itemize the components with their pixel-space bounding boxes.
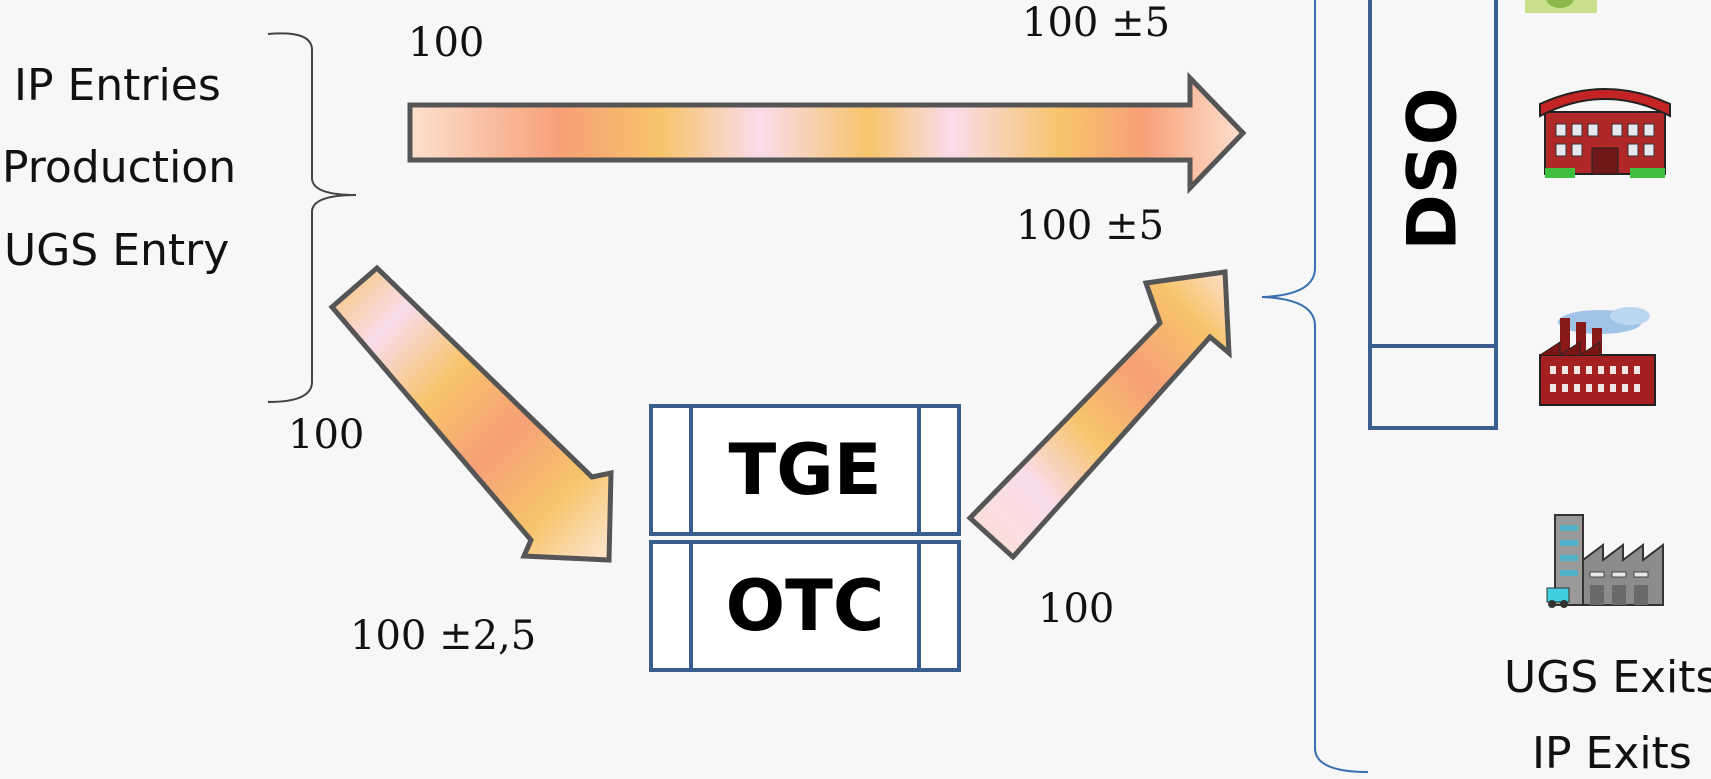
arrow-down-right <box>328 264 614 563</box>
factory-icon <box>1539 307 1656 406</box>
school-building-icon <box>1539 88 1671 178</box>
market-tge-label: TGE <box>728 429 882 511</box>
flow-top-out-label: 100 ±5 <box>1022 0 1171 46</box>
flow-right-up-in-label: 100 <box>1038 586 1115 632</box>
source-ugs-entry: UGS Entry <box>4 225 230 276</box>
exit-ugs-exits: UGS Exits <box>1504 652 1711 703</box>
source-production: Production <box>2 142 237 193</box>
flow-right-up-out-label: 100 ±5 <box>1016 203 1165 249</box>
exit-brace <box>1261 0 1369 773</box>
exit-ip-exits: IP Exits <box>1532 728 1692 779</box>
arrow-up-right <box>966 269 1232 561</box>
flow-down-in-label: 100 <box>288 412 365 458</box>
farm-icon <box>1525 0 1597 13</box>
dso-box: DSO <box>1368 0 1498 430</box>
flow-down-out-label: 100 ±2,5 <box>350 613 537 659</box>
market-box-otc: OTC <box>649 540 961 672</box>
market-box-tge: TGE <box>649 404 961 536</box>
industrial-plant-icon <box>1546 514 1664 608</box>
flow-top-in-label: 100 <box>408 20 485 66</box>
dso-label: DSO <box>1393 87 1473 251</box>
source-brace <box>267 32 357 403</box>
source-ip-entries: IP Entries <box>14 60 221 111</box>
arrow-top-right <box>407 71 1247 195</box>
market-otc-label: OTC <box>725 565 885 647</box>
